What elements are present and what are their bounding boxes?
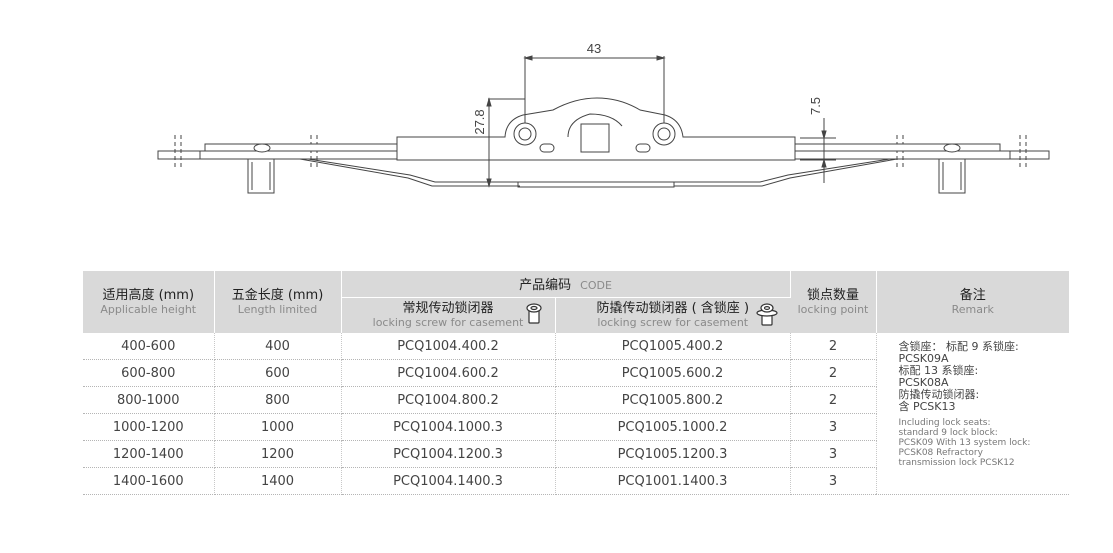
remark-zh: 含锁座： 标配 9 系锁座: PCSK09A 标配 13 系锁座: PCSK08… xyxy=(898,340,1019,413)
table-row: 1200-1400 1200 PCQ1004.1200.3 PCQ1005.12… xyxy=(83,440,1069,468)
dimension-offset xyxy=(800,118,836,183)
cell-height: 1200-1400 xyxy=(83,440,215,468)
cell-points: 2 xyxy=(790,386,877,414)
cell-height: 1000-1200 xyxy=(83,413,215,441)
cell-standard-code: PCQ1004.1000.3 xyxy=(341,413,556,441)
header-remark: 备注 Remark xyxy=(876,271,1069,333)
cell-length: 400 xyxy=(214,333,342,360)
cell-standard-code: PCQ1004.600.2 xyxy=(341,359,556,387)
header-antipry-lock: 防撬传动锁闭器 ( 含锁座 ) locking screw for caseme… xyxy=(555,297,790,333)
table-row: 1000-1200 1000 PCQ1004.1000.3 PCQ1005.10… xyxy=(83,413,1069,441)
break-marker-right xyxy=(896,135,1027,170)
spec-table: 适用高度 (mm) Applicable height 五金长度 (mm) Le… xyxy=(83,271,1069,495)
cell-height: 800-1000 xyxy=(83,386,215,414)
dimension-width xyxy=(523,55,666,123)
header-standard-lock: 常规传动锁闭器 locking screw for casement xyxy=(341,297,556,333)
cell-antipry-code: PCQ1005.400.2 xyxy=(555,333,791,360)
table-row: 400-600 400 PCQ1004.400.2 PCQ1005.400.2 … xyxy=(83,333,1069,495)
cell-antipry-code: PCQ1005.1000.2 xyxy=(555,413,791,441)
dimension-height-label: 27.8 xyxy=(472,109,487,134)
lock-stud-right xyxy=(938,143,966,194)
cell-length: 1400 xyxy=(214,467,342,495)
dimension-width-label: 43 xyxy=(587,41,601,56)
cell-points: 3 xyxy=(790,467,877,495)
header-product-code: 产品编码 CODE xyxy=(341,271,791,298)
cell-length: 1000 xyxy=(214,413,342,441)
remark-cell: 含锁座： 标配 9 系锁座: PCSK09A 标配 13 系锁座: PCSK08… xyxy=(876,333,1069,495)
cell-height: 400-600 xyxy=(83,333,215,360)
cell-standard-code: PCQ1004.400.2 xyxy=(341,333,556,360)
dimension-offset-label: 7.5 xyxy=(808,97,823,115)
cell-standard-code: PCQ1004.1200.3 xyxy=(341,440,556,468)
cell-points: 2 xyxy=(790,359,877,387)
lock-stud-left xyxy=(247,143,275,194)
lock-seat-screw-icon xyxy=(756,302,778,326)
cell-points: 3 xyxy=(790,440,877,468)
cell-antipry-code: PCQ1005.1200.3 xyxy=(555,440,791,468)
cell-height: 1400-1600 xyxy=(83,467,215,495)
dimension-height xyxy=(486,97,525,188)
header-length-limited: 五金长度 (mm) Length limited xyxy=(214,271,342,333)
cell-standard-code: PCQ1004.1400.3 xyxy=(341,467,556,495)
cell-length: 600 xyxy=(214,359,342,387)
cell-length: 800 xyxy=(214,386,342,414)
cell-length: 1200 xyxy=(214,440,342,468)
table-row: 1400-1600 1400 PCQ1004.1400.3 PCQ1001.14… xyxy=(83,467,1069,495)
cell-height: 600-800 xyxy=(83,359,215,387)
lock-screw-icon xyxy=(525,302,542,324)
cell-points: 2 xyxy=(790,333,877,360)
break-marker-left xyxy=(174,135,318,170)
remark-en: Including lock seats: standard 9 lock bl… xyxy=(898,418,1031,468)
cell-antipry-code: PCQ1005.800.2 xyxy=(555,386,791,414)
cell-points: 3 xyxy=(790,413,877,441)
table-row: 800-1000 800 PCQ1004.800.2 PCQ1005.800.2… xyxy=(83,386,1069,414)
cell-antipry-code: PCQ1005.600.2 xyxy=(555,359,791,387)
header-applicable-height: 适用高度 (mm) Applicable height xyxy=(83,271,215,333)
header-locking-points: 锁点数量 locking point xyxy=(790,271,877,333)
hardware-drawing: 43 27.8 7.5 xyxy=(157,41,1050,194)
table-row: 600-800 600 PCQ1004.600.2 PCQ1005.600.2 … xyxy=(83,359,1069,387)
cell-antipry-code: PCQ1001.1400.3 xyxy=(555,467,791,495)
cell-standard-code: PCQ1004.800.2 xyxy=(341,386,556,414)
